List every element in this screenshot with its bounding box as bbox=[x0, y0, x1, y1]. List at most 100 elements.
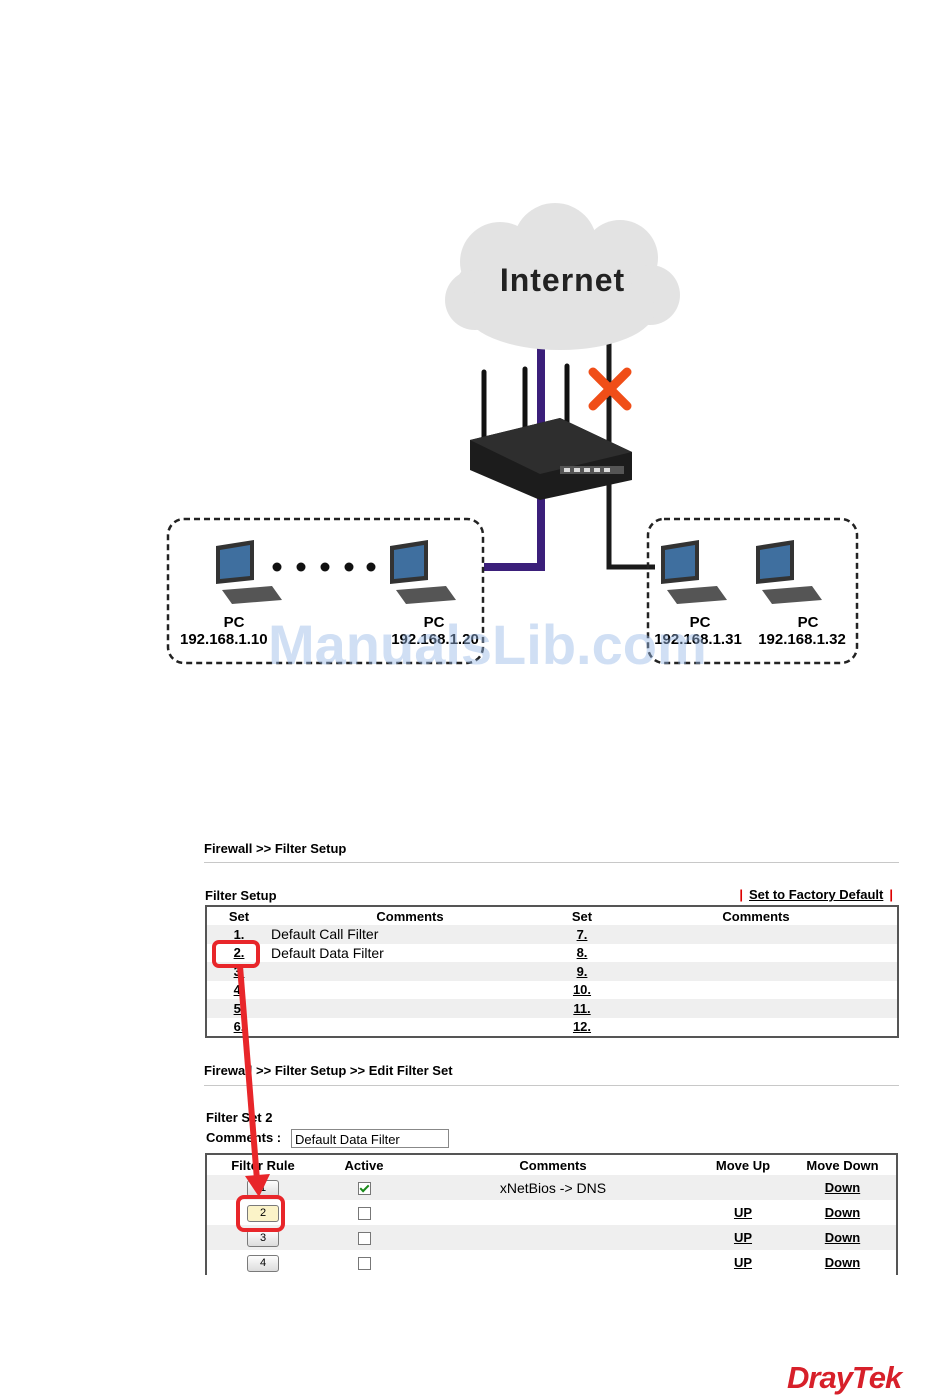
rule-comment bbox=[409, 1200, 697, 1225]
pc-label: PC bbox=[223, 614, 245, 631]
set-link[interactable]: 5. bbox=[233, 1000, 245, 1016]
set-link[interactable]: 8. bbox=[576, 945, 588, 961]
col-set: Set bbox=[228, 908, 250, 924]
table-row: 5. 11. bbox=[206, 999, 898, 1018]
active-checkbox[interactable] bbox=[357, 1257, 371, 1271]
set-link[interactable]: 9. bbox=[576, 963, 588, 979]
pc-icon bbox=[216, 540, 282, 604]
active-checkbox[interactable] bbox=[357, 1232, 371, 1246]
pc-ip: 192.168.1.31 bbox=[654, 631, 742, 648]
set-link[interactable]: 11. bbox=[573, 1000, 591, 1016]
pc-label: PC bbox=[797, 614, 819, 631]
table-row: 4. 10. bbox=[206, 981, 898, 1000]
col-move-up: Move Up bbox=[715, 1157, 771, 1173]
router-icon bbox=[470, 363, 632, 500]
col-set: Set bbox=[571, 908, 593, 924]
comments-input[interactable]: Default Data Filter bbox=[291, 1129, 449, 1148]
col-move-down: Move Down bbox=[806, 1157, 879, 1173]
separator: | bbox=[739, 887, 743, 902]
table-row: 6. 12. bbox=[206, 1018, 898, 1038]
draytek-logo: DrayTek bbox=[787, 1360, 902, 1395]
rule-comment bbox=[409, 1250, 697, 1275]
divider bbox=[204, 862, 899, 863]
watermark: ManualsLib.com bbox=[268, 613, 707, 676]
col-active: Active bbox=[344, 1157, 384, 1173]
pc-icon bbox=[661, 540, 727, 604]
col-comments: Comments bbox=[722, 908, 790, 924]
pc-ip: 192.168.1.32 bbox=[758, 631, 846, 648]
table-row: 4 UP Down bbox=[206, 1250, 897, 1275]
pc-ip: 192.168.1.20 bbox=[391, 631, 479, 648]
move-down-link[interactable]: Down bbox=[824, 1180, 861, 1195]
internet-label: Internet bbox=[499, 262, 626, 298]
table-row: 1 xNetBios -> DNS Down bbox=[206, 1175, 897, 1200]
pc-label: PC bbox=[423, 614, 445, 631]
active-checkbox[interactable] bbox=[357, 1207, 371, 1221]
set-link[interactable]: 2. bbox=[233, 945, 245, 961]
active-checkbox[interactable] bbox=[357, 1182, 371, 1196]
table-header: Set Comments Set Comments bbox=[206, 906, 898, 925]
set-link[interactable]: 4. bbox=[233, 982, 245, 998]
set-link[interactable]: 7. bbox=[576, 926, 588, 942]
set-comment bbox=[271, 981, 549, 1000]
set-comment bbox=[615, 925, 898, 944]
left-lan-group bbox=[166, 517, 485, 665]
set-comment bbox=[615, 962, 898, 981]
table-header: Filter Rule Active Comments Move Up Move… bbox=[206, 1154, 897, 1175]
internet-cloud bbox=[445, 203, 680, 350]
pc-icon bbox=[390, 540, 456, 604]
table-row: 3. 9. bbox=[206, 962, 898, 981]
table-row: 2. Default Data Filter 8. bbox=[206, 944, 898, 963]
ellipsis-dots bbox=[272, 562, 376, 572]
right-link-line bbox=[606, 340, 655, 570]
filter-rule-button[interactable]: 1 bbox=[247, 1179, 279, 1197]
rule-comment: xNetBios -> DNS bbox=[409, 1175, 697, 1200]
set-comment bbox=[271, 999, 549, 1018]
network-diagram bbox=[166, 203, 859, 665]
blocked-x-icon bbox=[588, 367, 632, 411]
pc-icon bbox=[756, 540, 822, 604]
breadcrumb: Firewall >> Filter Setup bbox=[204, 841, 347, 856]
move-down-link[interactable]: Down bbox=[824, 1205, 861, 1220]
set-factory-default-link[interactable]: Set to Factory Default bbox=[749, 887, 884, 902]
rule-comment bbox=[409, 1225, 697, 1250]
move-down-link[interactable]: Down bbox=[824, 1230, 861, 1245]
filter-set-table: Set Comments Set Comments 1. Default Cal… bbox=[205, 905, 899, 1038]
move-up-link[interactable]: UP bbox=[733, 1230, 753, 1245]
table-row: 1. Default Call Filter 7. bbox=[206, 925, 898, 944]
filter-rule-button[interactable]: 3 bbox=[247, 1229, 279, 1247]
table-row: 3 UP Down bbox=[206, 1225, 897, 1250]
table-row: 2 UP Down bbox=[206, 1200, 897, 1225]
factory-default-link-wrap: | Set to Factory Default | bbox=[733, 887, 899, 902]
col-comments: Comments bbox=[376, 908, 444, 924]
col-comments: Comments bbox=[519, 1157, 587, 1173]
left-link-line bbox=[484, 340, 545, 571]
set-comment bbox=[271, 1018, 549, 1038]
set-comment bbox=[615, 999, 898, 1018]
divider bbox=[204, 1085, 899, 1086]
move-up-link[interactable]: UP bbox=[733, 1255, 753, 1270]
move-down-link[interactable]: Down bbox=[824, 1255, 861, 1270]
col-filter-rule: Filter Rule bbox=[231, 1157, 295, 1173]
set-link[interactable]: 6. bbox=[233, 1019, 245, 1035]
set-comment bbox=[615, 1018, 898, 1038]
set-comment bbox=[615, 944, 898, 963]
pc-label: PC bbox=[689, 614, 711, 631]
filter-rule-button[interactable]: 4 bbox=[247, 1254, 279, 1272]
move-up-link[interactable]: UP bbox=[733, 1205, 753, 1220]
comments-label: Comments : bbox=[206, 1130, 282, 1145]
filter-rule-table: Filter Rule Active Comments Move Up Move… bbox=[205, 1153, 898, 1275]
section-title: Filter Setup bbox=[205, 888, 277, 903]
breadcrumb: Firewall >> Filter Setup >> Edit Filter … bbox=[204, 1063, 453, 1078]
filter-rule-button[interactable]: 2 bbox=[247, 1204, 279, 1222]
set-comment: Default Call Filter bbox=[271, 925, 549, 944]
set-comment: Default Data Filter bbox=[271, 944, 384, 961]
set-link[interactable]: 3. bbox=[233, 963, 245, 979]
pc-ip: 192.168.1.10 bbox=[180, 631, 268, 648]
set-comment bbox=[271, 962, 549, 981]
set-link[interactable]: 10. bbox=[572, 982, 592, 998]
separator: | bbox=[889, 887, 893, 902]
set-link[interactable]: 1. bbox=[233, 926, 245, 942]
set-link[interactable]: 12. bbox=[572, 1019, 592, 1035]
set-comment bbox=[615, 981, 898, 1000]
